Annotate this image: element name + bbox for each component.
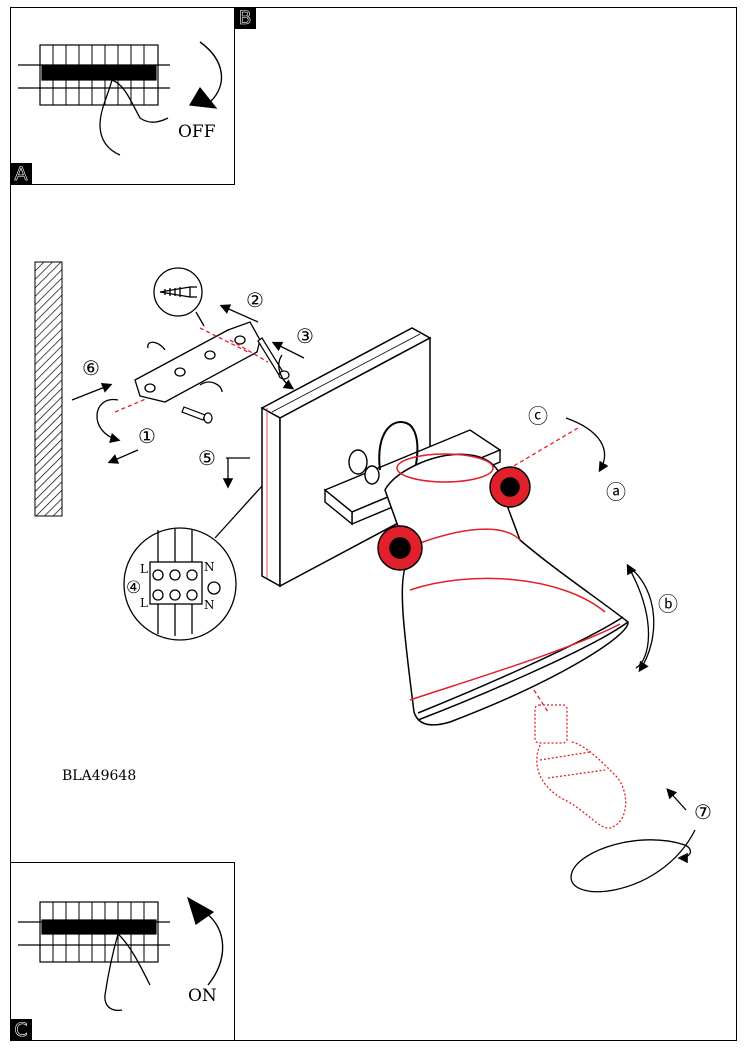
step-4-label: ④: [126, 578, 142, 598]
screw-callout-icon: [153, 267, 205, 327]
step-c-label: ⓒ: [528, 404, 548, 428]
step-2-label: ②: [246, 288, 264, 312]
page-frame: [10, 7, 737, 1041]
adjustment-knob-left: [377, 525, 423, 571]
step-b-label: ⓑ: [658, 592, 678, 616]
step-7-label: ⑦: [694, 800, 712, 824]
step-a-label: ⓐ: [606, 480, 626, 504]
terminal-block-icon: [123, 485, 263, 641]
terminal-n-top: N: [204, 560, 215, 574]
panel-letter-a: A: [10, 163, 32, 185]
terminal-l-top: L: [140, 562, 148, 576]
model-code: BLA49648: [62, 768, 137, 784]
breaker-on-icon: [18, 896, 224, 1011]
red-guide-lines: [114, 327, 579, 713]
adjustment-knob-right: [489, 466, 531, 508]
mounting-bracket: [134, 321, 261, 403]
terminal-l-bottom: L: [140, 596, 148, 610]
instruction-arrows: [71, 304, 696, 893]
panel-letter-b: B: [234, 7, 256, 29]
step-1-label: ①: [138, 424, 156, 448]
terminal-n-bottom: N: [204, 598, 215, 612]
step-5-label: ⑤: [198, 446, 216, 470]
panel-switch-on: [10, 862, 235, 1041]
panel-letter-c: C: [10, 1019, 32, 1041]
step-3-label: ③: [296, 324, 314, 348]
wall-hatch: [34, 261, 63, 517]
lamp-shade: [384, 453, 629, 726]
step-6-label: ⑥: [82, 356, 100, 380]
breaker-off-icon: [18, 41, 223, 156]
off-label: OFF: [178, 122, 216, 142]
light-bulb: [534, 704, 627, 829]
on-label: ON: [188, 986, 217, 1006]
